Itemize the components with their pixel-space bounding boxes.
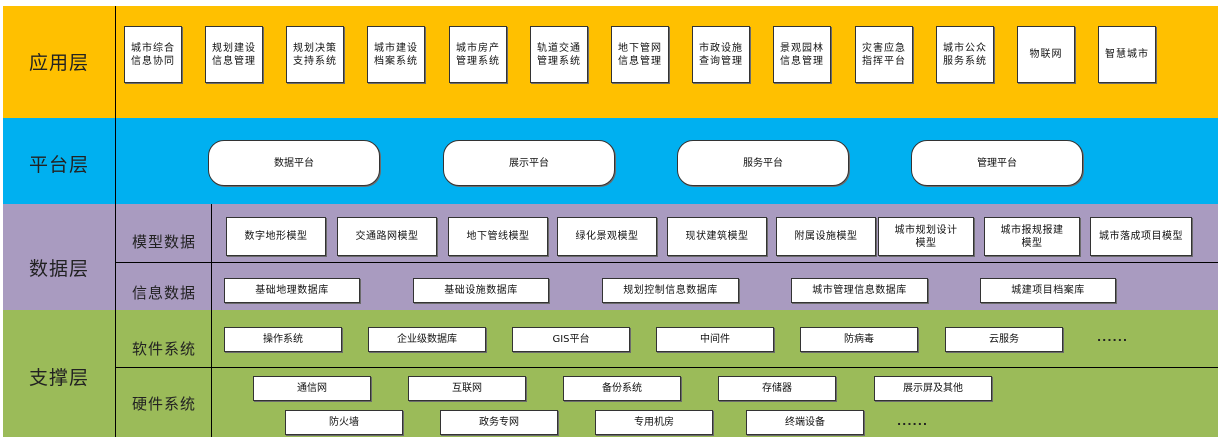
hardware-item[interactable]: 防火墙 [285, 410, 403, 435]
model-item[interactable]: 数字地形模型 [226, 217, 326, 256]
hardware-item[interactable]: 通信网 [253, 376, 371, 401]
app-item[interactable]: 地下管网信息管理 [611, 26, 669, 83]
software-item[interactable]: 操作系统 [224, 327, 342, 352]
model-item[interactable]: 绿化景观模型 [557, 217, 657, 256]
software-item[interactable]: 云服务 [945, 327, 1063, 352]
application-layer-label: 应用层 [28, 52, 89, 74]
hardware-more-ellipsis: ...... [897, 415, 929, 428]
label-column-divider [115, 6, 116, 437]
app-item[interactable]: 市政设施查询管理 [692, 26, 750, 83]
model-item[interactable]: 城市规划设计模型 [878, 217, 974, 256]
hardware-system-label: 硬件系统 [131, 395, 196, 413]
software-system-label: 软件系统 [131, 340, 196, 358]
app-item[interactable]: 景观园林信息管理 [773, 26, 831, 83]
support-layer-label: 支撑层 [28, 367, 89, 389]
model-item[interactable]: 交通路网模型 [337, 217, 437, 256]
hardware-item[interactable]: 专用机房 [595, 410, 713, 435]
model-item[interactable]: 现状建筑模型 [667, 217, 767, 256]
app-item[interactable]: 城市综合信息协同 [124, 26, 182, 83]
hardware-item[interactable]: 备份系统 [563, 376, 681, 401]
hardware-item[interactable]: 终端设备 [746, 410, 864, 435]
platform-item-management[interactable]: 管理平台 [911, 140, 1083, 186]
model-item[interactable]: 附属设施模型 [776, 217, 876, 256]
platform-item-service[interactable]: 服务平台 [677, 140, 849, 186]
info-item[interactable]: 规划控制信息数据库 [602, 278, 739, 303]
app-item[interactable]: 智慧城市 [1098, 26, 1156, 83]
app-item[interactable]: 规划决策支持系统 [286, 26, 344, 83]
software-item[interactable]: GIS平台 [512, 327, 630, 352]
app-item[interactable]: 城市建设档案系统 [367, 26, 425, 83]
platform-item-display[interactable]: 展示平台 [443, 140, 615, 186]
app-item[interactable]: 城市房产管理系统 [449, 26, 507, 83]
support-sublabel-divider [211, 310, 212, 437]
app-item[interactable]: 灾害应急指挥平台 [855, 26, 913, 83]
platform-item-data[interactable]: 数据平台 [208, 140, 380, 186]
model-data-label: 模型数据 [131, 233, 196, 251]
data-layer-label: 数据层 [28, 258, 89, 280]
model-item[interactable]: 城市报规报建模型 [984, 217, 1080, 256]
support-row-divider [116, 367, 1218, 368]
hardware-item[interactable]: 存储器 [718, 376, 836, 401]
software-item[interactable]: 企业级数据库 [368, 327, 486, 352]
data-sublabel-divider [211, 204, 212, 310]
app-item[interactable]: 城市公众服务系统 [936, 26, 994, 83]
info-data-label: 信息数据 [131, 284, 196, 302]
app-item[interactable]: 轨道交通管理系统 [530, 26, 588, 83]
software-more-ellipsis: ...... [1097, 331, 1129, 344]
info-item[interactable]: 城市管理信息数据库 [791, 278, 928, 303]
data-row-divider [116, 262, 1218, 263]
app-item[interactable]: 规划建设信息管理 [205, 26, 263, 83]
software-item[interactable]: 中间件 [656, 327, 774, 352]
platform-layer-label: 平台层 [28, 154, 89, 176]
info-item[interactable]: 城建项目档案库 [980, 278, 1116, 303]
info-item[interactable]: 基础地理数据库 [224, 278, 360, 303]
hardware-item[interactable]: 展示屏及其他 [874, 376, 992, 401]
model-item[interactable]: 城市落成项目模型 [1090, 217, 1192, 256]
app-item[interactable]: 物联网 [1017, 26, 1075, 83]
software-item[interactable]: 防病毒 [800, 327, 918, 352]
info-item[interactable]: 基础设施数据库 [413, 278, 549, 303]
hardware-item[interactable]: 互联网 [408, 376, 526, 401]
model-item[interactable]: 地下管线模型 [448, 217, 548, 256]
hardware-item[interactable]: 政务专网 [440, 410, 558, 435]
